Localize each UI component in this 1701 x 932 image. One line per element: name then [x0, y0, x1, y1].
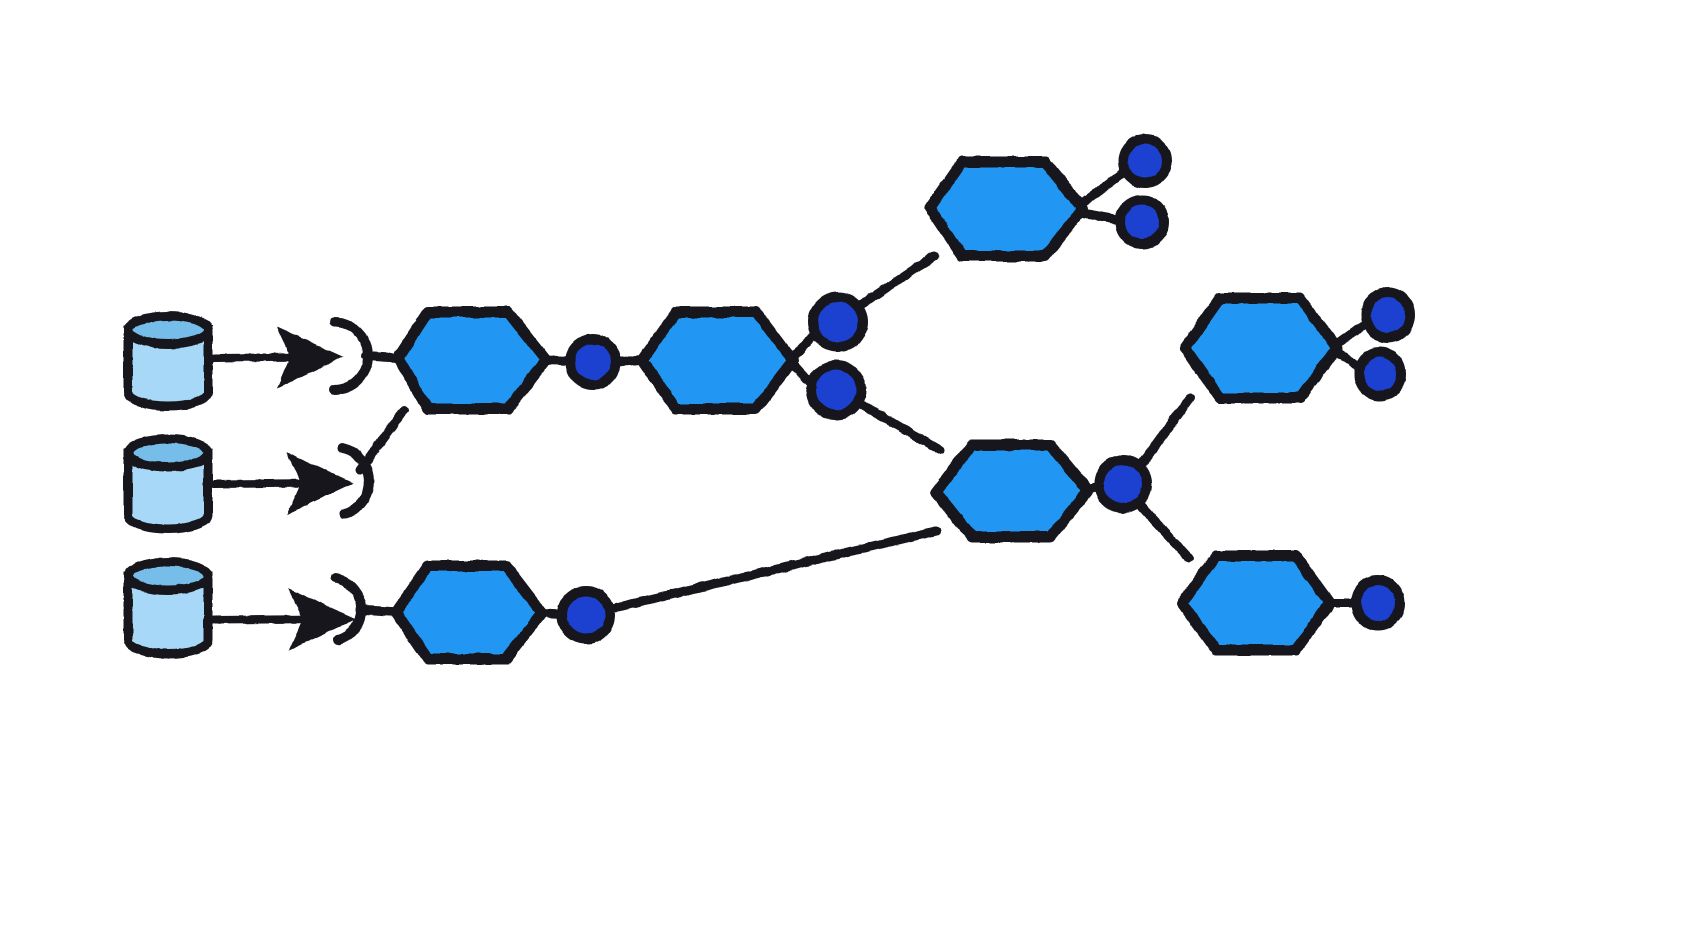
merge-bracket-top: [329, 317, 373, 395]
process-hexagon-branch-middle[interactable]: [930, 439, 1094, 543]
edge-branch-down-to-hex4: [852, 397, 945, 455]
terminal-node-right-a[interactable]: [1361, 287, 1415, 343]
process-hexagon-stage-1[interactable]: [392, 306, 552, 415]
edge-hex3-to-terminal-a: [1078, 167, 1129, 208]
edge-output-split-to-hex6: [1132, 497, 1194, 563]
connector-node-stage-1-2[interactable]: [565, 334, 621, 390]
source-database-2[interactable]: [123, 434, 213, 534]
connector-node-tail[interactable]: [557, 586, 615, 644]
connector-node-branch-up[interactable]: [808, 292, 868, 352]
process-hexagon-tail[interactable]: [390, 560, 548, 665]
edge-hex5-to-terminal-a: [1332, 317, 1373, 349]
process-hexagon-output-bottom[interactable]: [1176, 550, 1336, 656]
merge-bracket-bottom: [331, 573, 367, 645]
process-hexagon-stage-2[interactable]: [636, 306, 799, 415]
database-icon: [123, 571, 213, 659]
circle-node-layer: [557, 134, 1415, 644]
ingest-arrow-3: [210, 588, 356, 651]
database-icon: [123, 448, 213, 534]
database-top-ellipse: [123, 434, 213, 472]
terminal-node-bottom[interactable]: [1351, 575, 1405, 631]
terminal-node-top-a[interactable]: [1118, 134, 1172, 188]
ingest-arrow-2: [210, 452, 354, 515]
bracket-layer: [329, 317, 374, 645]
database-icon: [123, 325, 213, 411]
terminal-node-top-b[interactable]: [1115, 195, 1169, 249]
edge-branch-up-to-hex3: [853, 251, 939, 312]
edge-hex3-to-terminal-b: [1078, 208, 1126, 225]
source-database-1[interactable]: [123, 311, 213, 411]
edge-connector-tail-to-hex4: [605, 526, 941, 614]
database-top-ellipse: [123, 311, 213, 349]
source-database-3[interactable]: [123, 557, 213, 659]
database-top-ellipse: [123, 557, 213, 595]
connector-node-output-split[interactable]: [1094, 455, 1152, 513]
merge-bracket-middle: [337, 443, 374, 519]
process-hexagon-output-top[interactable]: [1179, 292, 1343, 404]
terminal-node-right-b[interactable]: [1354, 347, 1406, 401]
process-hexagon-branch-top[interactable]: [924, 156, 1089, 262]
edge-output-split-to-hex5: [1134, 393, 1195, 473]
ingest-arrow-1: [210, 326, 344, 389]
hexagon-layer: [390, 156, 1343, 665]
cylinder-layer: [123, 311, 213, 659]
ingest-arrow-layer: [210, 326, 356, 651]
connector-node-branch-down[interactable]: [806, 360, 866, 420]
